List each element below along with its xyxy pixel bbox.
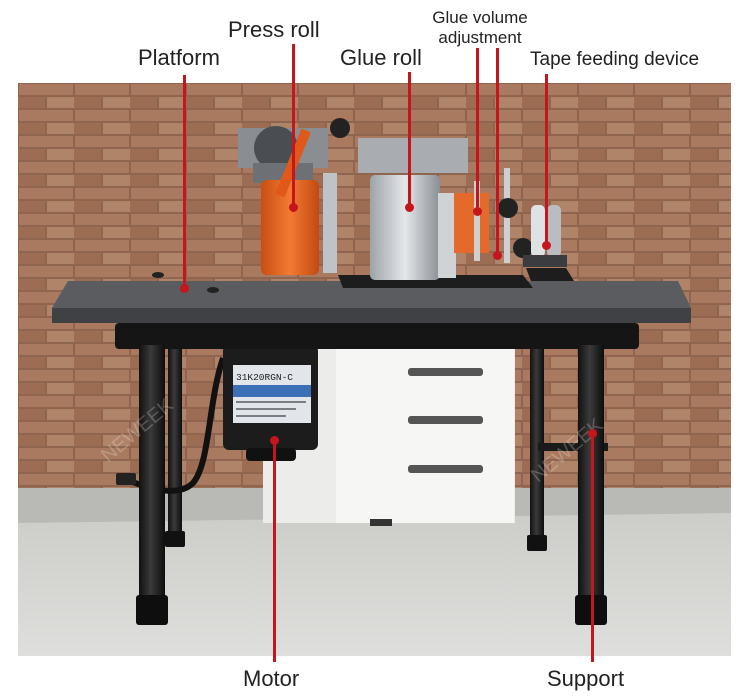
back-foot-right bbox=[527, 535, 547, 551]
motor-plate-band bbox=[233, 385, 311, 397]
motor-plate-lines bbox=[236, 401, 306, 403]
glue-adjust-rod-1 bbox=[474, 181, 480, 261]
tape-roller-1 bbox=[531, 205, 545, 257]
leader-glue-volume-2 bbox=[496, 48, 499, 256]
vent-slot-1 bbox=[408, 368, 483, 376]
label-glue-volume: Glue volume adjustment bbox=[425, 8, 535, 47]
cabinet-foot bbox=[370, 519, 392, 526]
vent-slot-2 bbox=[408, 416, 483, 424]
press-roll-shaft bbox=[253, 163, 313, 183]
leader-press-roll bbox=[292, 44, 295, 208]
leader-support bbox=[591, 433, 594, 662]
edge-banding-machine-photo: 31K20RGN-C bbox=[18, 83, 731, 656]
back-crossbar bbox=[538, 443, 608, 451]
motor-model-text: 31K20RGN-C bbox=[236, 372, 293, 383]
glue-roll-bracket bbox=[438, 193, 456, 278]
back-leg-right bbox=[530, 333, 544, 543]
label-platform: Platform bbox=[138, 45, 220, 70]
label-glue-volume-line1: Glue volume bbox=[432, 8, 528, 27]
press-roll-post bbox=[323, 173, 337, 273]
label-support: Support bbox=[547, 666, 625, 691]
glue-adjust-knob-2 bbox=[513, 238, 533, 258]
leader-glue-volume-dot-1 bbox=[473, 207, 482, 216]
back-foot-left bbox=[165, 531, 185, 547]
leader-support-dot bbox=[588, 429, 597, 438]
press-roll-gear bbox=[254, 126, 298, 170]
leader-motor-dot bbox=[270, 436, 279, 445]
leader-motor bbox=[273, 440, 276, 662]
leader-press-roll-dot bbox=[289, 203, 298, 212]
table-hole-1 bbox=[152, 272, 164, 278]
leader-glue-roll bbox=[408, 72, 411, 208]
tape-slot bbox=[526, 268, 574, 281]
press-roll-knob bbox=[330, 118, 350, 138]
leader-glue-roll-dot bbox=[405, 203, 414, 212]
glue-adjust-knob bbox=[498, 198, 518, 218]
label-press-roll: Press roll bbox=[228, 17, 320, 42]
tape-base bbox=[523, 255, 567, 267]
motor-endcap bbox=[246, 448, 296, 461]
label-motor: Motor bbox=[243, 666, 300, 691]
leader-tape-feeding bbox=[545, 74, 548, 246]
motor-plate-lines-3 bbox=[236, 415, 286, 417]
table-frame bbox=[115, 323, 639, 349]
front-leg-left bbox=[139, 345, 165, 615]
table-top-edge bbox=[52, 308, 691, 323]
tape-roller-2 bbox=[547, 205, 561, 257]
leader-glue-volume-dot-2 bbox=[493, 251, 502, 260]
leader-platform-dot bbox=[180, 284, 189, 293]
front-foot-left bbox=[136, 595, 168, 625]
back-leg-left bbox=[168, 333, 182, 538]
vent-slot-3 bbox=[408, 465, 483, 473]
glue-pot bbox=[454, 193, 489, 253]
glue-roll bbox=[370, 175, 440, 280]
glue-unit-cover bbox=[358, 138, 468, 173]
leader-glue-volume-1 bbox=[476, 48, 479, 212]
label-glue-roll: Glue roll bbox=[340, 45, 422, 70]
label-tape-feeding: Tape feeding device bbox=[530, 49, 700, 70]
plug bbox=[116, 473, 136, 485]
label-glue-volume-line2: adjustment bbox=[438, 27, 522, 47]
leader-platform bbox=[183, 75, 186, 288]
leader-tape-feeding-dot bbox=[542, 241, 551, 250]
table-hole-2 bbox=[207, 287, 219, 293]
motor-plate-lines-2 bbox=[236, 408, 296, 410]
press-roll bbox=[261, 180, 319, 275]
